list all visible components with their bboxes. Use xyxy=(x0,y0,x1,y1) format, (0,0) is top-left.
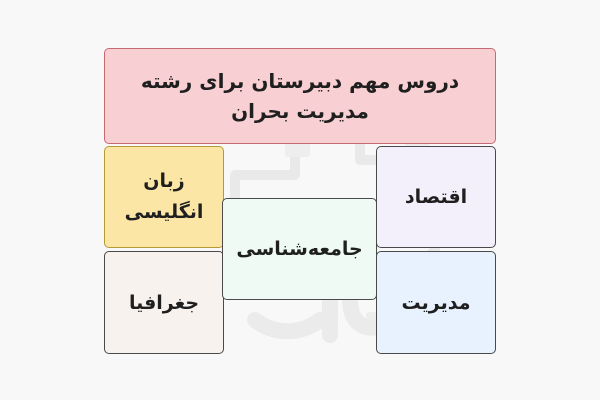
economics-label: اقتصاد xyxy=(404,186,468,208)
geography-box: جغرافیا xyxy=(104,251,224,354)
title-line-2: مدیریت بحران xyxy=(231,99,369,123)
economics-box: اقتصاد xyxy=(376,146,496,248)
management-box: مدیریت xyxy=(376,251,496,354)
geography-label: جغرافیا xyxy=(128,291,200,314)
english-line-1: زبان xyxy=(143,170,185,192)
sociology-box: جامعه‌شناسی xyxy=(222,198,377,300)
management-label: مدیریت xyxy=(401,291,471,314)
english-line-2: انگلیسی xyxy=(124,201,204,223)
english-box: زبان انگلیسی xyxy=(104,146,224,248)
title-line-1: دروس مهم دبیرستان برای رشته xyxy=(140,69,460,93)
sociology-label: جامعه‌شناسی xyxy=(236,238,363,260)
title-box: دروس مهم دبیرستان برای رشته مدیریت بحران xyxy=(104,48,496,144)
